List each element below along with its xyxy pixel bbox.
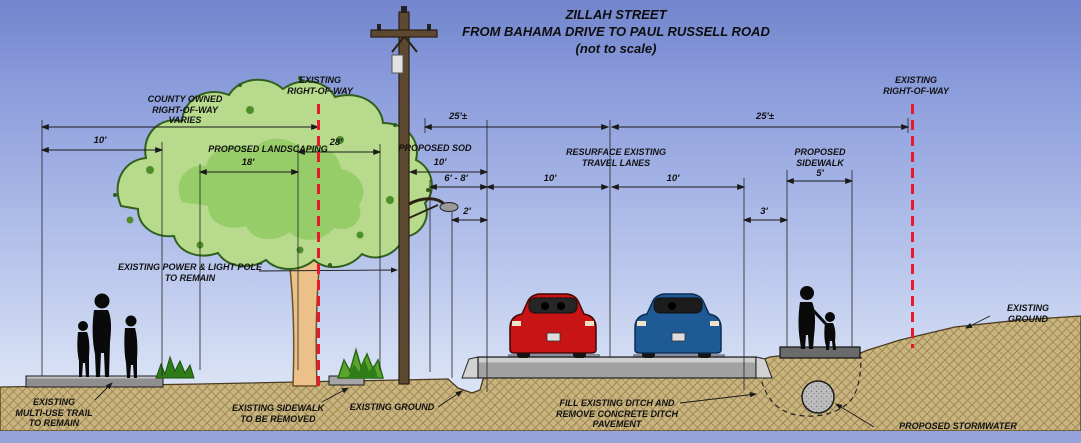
stormwater-pipe-icon (801, 380, 835, 414)
dim-offset-three-ft: 3' (760, 206, 768, 217)
label-existing-sidewalk: EXISTING SIDEWALK TO BE REMOVED (231, 403, 325, 424)
dim-center-to-row-right: 25'± (755, 111, 775, 122)
ditch-and-pipe (757, 356, 862, 417)
utility-pole (370, 6, 459, 385)
dimension-arrows (40, 123, 910, 224)
dim-landscaping-width: 18' (241, 157, 255, 168)
tree-canopy-inner (178, 138, 364, 240)
dim-landscaping-overall: 28' (329, 137, 343, 148)
multi-use-trail-slab (25, 375, 164, 388)
label-proposed-sidewalk: PROPOSED SIDEWALK (794, 147, 846, 168)
label-multi-use-trail: EXISTING MULTI-USE TRAIL TO REMAIN (15, 397, 93, 428)
dim-sod-width: 10' (433, 157, 447, 168)
label-existing-ground-right: EXISTING GROUND (1006, 303, 1049, 324)
label-fill-ditch: FILL EXISTING DITCH AND REMOVE CONCRETE … (555, 398, 679, 429)
dim-lane-left: 10' (543, 173, 557, 184)
dim-sidewalk-width: 5' (816, 168, 824, 179)
label-existing-row-right: EXISTING RIGHT-OF-WAY (883, 75, 949, 96)
pedestrians-left (77, 293, 138, 378)
ditch-outline (757, 356, 862, 417)
dimension-lines (41, 118, 909, 392)
proposed-sidewalk-slab (779, 346, 861, 359)
street-light-head (439, 202, 459, 212)
label-county-right-of-way: COUNTY OWNED RIGHT-OF-WAY VARIES (147, 94, 223, 125)
label-existing-ground-left: EXISTING GROUND (349, 402, 435, 412)
dim-row-to-center-left: 25'± (448, 111, 468, 122)
label-power-pole: EXISTING POWER & LIGHT POLE TO REMAIN (117, 262, 263, 283)
dim-offset-two-ft: 2' (463, 206, 471, 217)
bushes (155, 347, 384, 379)
label-resurface-lanes: RESURFACE EXISTING TRAVEL LANES (565, 147, 667, 168)
label-existing-row-left: EXISTING RIGHT-OF-WAY (287, 75, 353, 96)
dim-lane-right: 10' (666, 173, 680, 184)
street-light-arm (408, 197, 459, 219)
pole-crossarm (370, 29, 438, 38)
label-proposed-landscaping: PROPOSED LANDSCAPING (208, 144, 328, 154)
car-red (508, 293, 600, 358)
dim-sod-range: 6' - 8' (444, 173, 468, 184)
roadway (461, 356, 773, 379)
leader-lines (94, 267, 991, 428)
label-proposed-sod: PROPOSED SOD (398, 143, 472, 153)
row-lines (317, 104, 914, 388)
bottom-border (0, 431, 1081, 443)
car-blue (633, 293, 725, 358)
pole-transformer-box (391, 54, 404, 74)
diagram-title: ZILLAH STREET FROM BAHAMA DRIVE TO PAUL … (462, 7, 770, 56)
dim-trail-width: 10' (93, 135, 107, 146)
pedestrians-right (798, 286, 836, 350)
